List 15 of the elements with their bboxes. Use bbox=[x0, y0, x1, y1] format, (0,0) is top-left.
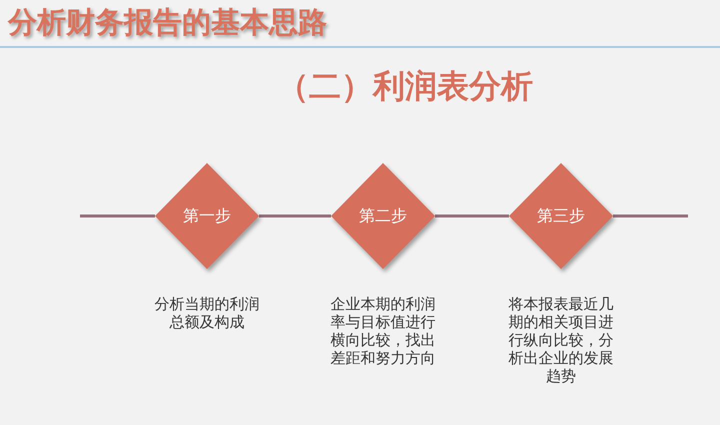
step-diamond bbox=[331, 163, 435, 269]
step-description: 分析当期的利润总额及构成 bbox=[154, 295, 260, 331]
step-diamond bbox=[509, 163, 613, 269]
connector-line bbox=[80, 214, 155, 218]
step-description: 将本报表最近几期的相关项目进行纵向比较，分析出企业的发展趋势 bbox=[508, 295, 614, 385]
step-label: 第三步 bbox=[537, 206, 585, 226]
subtitle: （二）利润表分析 bbox=[277, 66, 533, 106]
step-diamond bbox=[155, 163, 259, 269]
step-label: 第一步 bbox=[183, 206, 231, 226]
connector-line bbox=[259, 214, 331, 218]
connector-line bbox=[613, 214, 688, 218]
step-description: 企业本期的利润率与目标值进行横向比较，找出差距和努力方向 bbox=[330, 295, 436, 367]
connector-line bbox=[435, 214, 509, 218]
step-label: 第二步 bbox=[359, 206, 407, 226]
page-title: 分析财务报告的基本思路 bbox=[8, 4, 327, 40]
